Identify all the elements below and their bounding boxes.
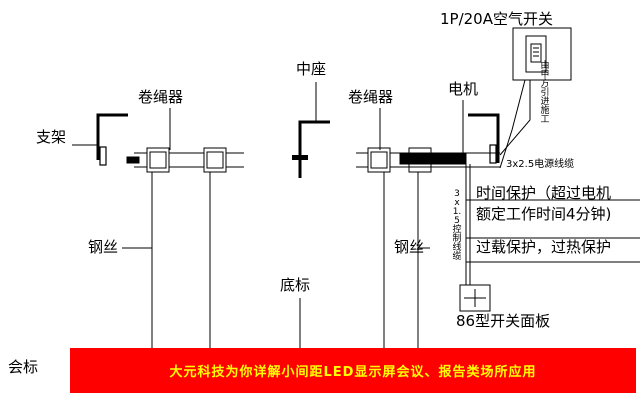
bracket-label: 支架	[36, 128, 67, 146]
motor-label: 电机	[448, 80, 479, 98]
banner-text: 大元科技为你详解小间距LED显示屏会议、报告类场所应用	[169, 365, 537, 380]
leader-lines	[72, 82, 464, 249]
winch-left-label: 卷绳器	[138, 88, 184, 106]
winch-right-label: 卷绳器	[348, 88, 394, 106]
panel-86-label: 86型开关面板	[456, 312, 551, 330]
meeting-mark-label: 会标	[8, 358, 39, 376]
bottom-mark-label: 底标	[280, 276, 311, 294]
right-bracket	[468, 113, 500, 164]
protection-line-3: 过载保护，过热保护	[476, 238, 612, 256]
left-bracket	[96, 113, 128, 166]
air-switch-label: 1P/20A空气开关	[440, 10, 553, 28]
center-mount	[292, 120, 330, 178]
switch-panel-86	[459, 284, 491, 312]
control-cable-label: 3x1.5控制线缆	[452, 189, 462, 262]
center-mount-label: 中座	[296, 60, 327, 78]
protection-line-1: 时间保护（超过电机	[476, 184, 612, 202]
control-cable	[465, 164, 471, 285]
steel-wires	[151, 172, 419, 348]
wire-left-label: 钢丝	[88, 238, 119, 256]
vertical-note-label: 由甲方引进施工	[540, 61, 550, 125]
left-winch-2	[203, 147, 227, 173]
power-cable-label: 3x2.5电源线缆	[506, 159, 575, 170]
protection-line-2: 额定工作时间4分钟)	[476, 205, 612, 223]
motor-body	[399, 147, 467, 173]
wire-right-label: 钢丝	[394, 238, 425, 256]
led-screen-banner: 大元科技为你详解小间距LED显示屏会议、报告类场所应用	[70, 348, 636, 393]
air-switch	[512, 27, 572, 81]
right-winch-1	[367, 147, 391, 173]
protection-brace	[466, 199, 640, 263]
power-cables	[499, 79, 531, 169]
left-winch-1	[146, 147, 170, 173]
